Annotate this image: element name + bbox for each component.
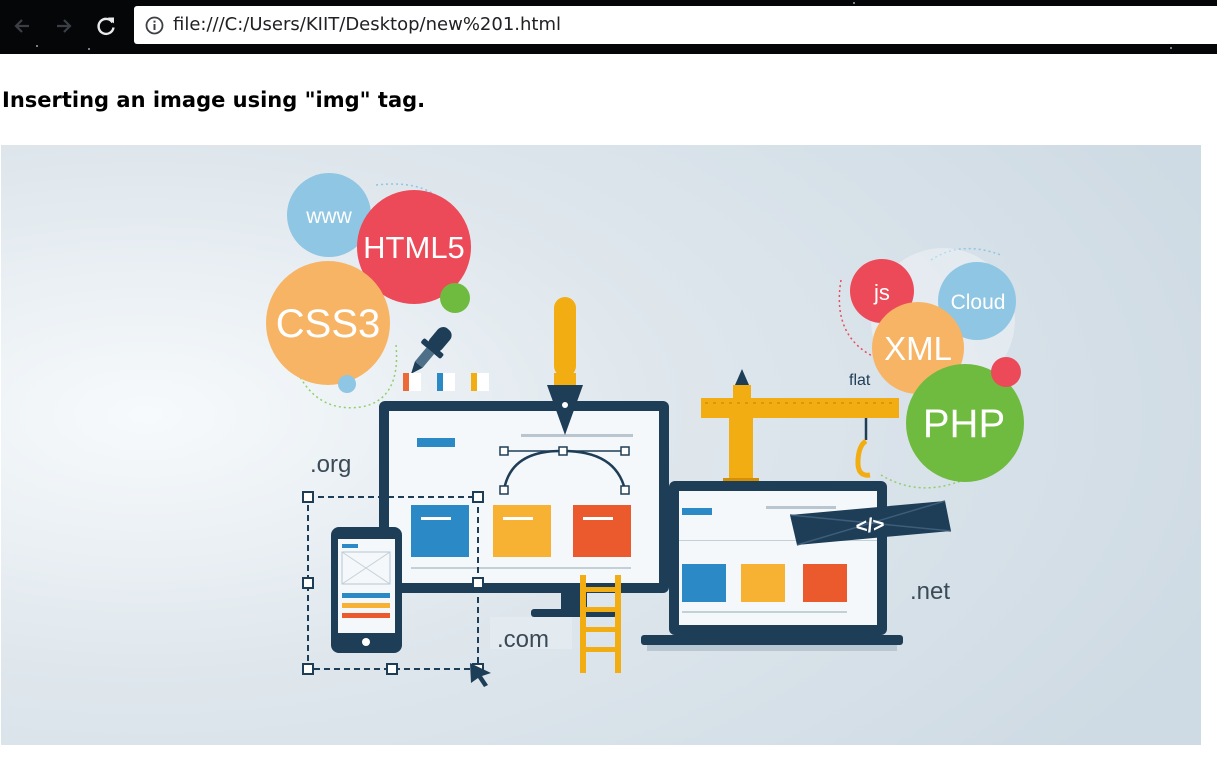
- background-star: [88, 48, 90, 50]
- cloud-label: Cloud: [951, 291, 1006, 314]
- mobile-phone: [331, 527, 402, 653]
- dotted-arc: [930, 247, 1002, 261]
- com-label-bg: [490, 617, 572, 649]
- red-dot: [991, 357, 1021, 387]
- css3-bubble: CSS3: [266, 261, 390, 385]
- arrow-left-icon: [14, 19, 29, 33]
- code-tag-label: </>: [855, 514, 886, 538]
- php-bubble: PHP: [906, 364, 1024, 482]
- background-star: [1170, 47, 1172, 49]
- dotted-arc: [285, 334, 398, 409]
- laptop: [641, 481, 903, 651]
- www-label: www: [305, 205, 352, 228]
- eyedropper-icon: [411, 327, 452, 374]
- cursor-icon: [470, 663, 491, 687]
- background-star: [853, 2, 855, 4]
- xml-label: XML: [884, 330, 952, 367]
- flat-label: flat: [849, 372, 871, 389]
- html5-label: HTML5: [363, 230, 465, 265]
- html5-bubble: HTML5: [357, 190, 471, 304]
- background-star: [36, 45, 38, 47]
- info-icon[interactable]: [145, 16, 164, 35]
- js-label: js: [873, 280, 890, 305]
- green-dot: [440, 283, 470, 313]
- arrow-right-icon: [57, 19, 72, 33]
- www-bubble: www: [287, 173, 371, 257]
- main-monitor: [379, 401, 669, 617]
- com-label: .com: [497, 626, 549, 653]
- org-label: .org: [310, 451, 351, 478]
- reload-button[interactable]: [92, 12, 120, 40]
- forward-button[interactable]: [50, 12, 78, 40]
- ladder-icon: [580, 575, 621, 673]
- css3-label: CSS3: [276, 302, 381, 346]
- dotted-arc: [838, 279, 882, 361]
- pen-tool-icon: [499, 297, 630, 495]
- cloud-bubble: Cloud: [938, 262, 1016, 340]
- php-label: PHP: [923, 402, 1005, 446]
- browser-toolbar: file:///C:/Users/KIIT/Desktop/new%201.ht…: [0, 0, 1217, 54]
- code-tag-banner: </>: [789, 500, 952, 546]
- blue-dot: [338, 375, 356, 393]
- back-button[interactable]: [8, 12, 36, 40]
- page-heading: Inserting an image using "img" tag.: [2, 88, 426, 112]
- web-development-illustration: www HTML5 CSS3: [1, 145, 1201, 745]
- reload-icon: [97, 17, 115, 36]
- address-bar[interactable]: file:///C:/Users/KIIT/Desktop/new%201.ht…: [134, 6, 1217, 44]
- color-swatches: [403, 373, 489, 391]
- net-label: .net: [910, 578, 950, 605]
- url-text[interactable]: file:///C:/Users/KIIT/Desktop/new%201.ht…: [173, 14, 562, 35]
